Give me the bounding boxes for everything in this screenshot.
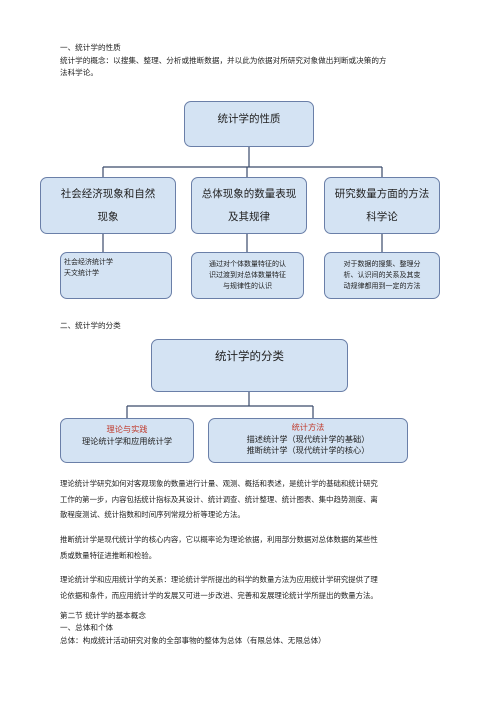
desc-3-line1: 对于数据的搜集、整理分	[343, 260, 421, 268]
desc-3-line3: 动规律都用到一定的方法	[343, 282, 421, 290]
diagram1-desc-2: 通过对个体数量特征的认 识过渡到对总体数量特征 与规律性的认识	[191, 252, 304, 299]
paragraph-3: 理论统计学和应用统计学的关系：理论统计学所提出的科学的数量方法为应用统计学研究提…	[60, 572, 378, 603]
desc-2-line3: 与规律性的认识	[223, 282, 272, 290]
desc-1-line1: 社会经济统计学	[64, 258, 113, 266]
diagram2-left-node: 理论与实践 理论统计学和应用统计学	[60, 418, 194, 463]
section3-subheading: 一、总体和个体	[60, 623, 114, 632]
branch-3-line1: 研究数量方面的方法	[334, 187, 430, 200]
diagram1-branch-2: 总体现象的数量表现 及其规律	[191, 177, 307, 234]
diagram2-left-title: 理论与实践	[106, 424, 148, 434]
branch-1-line1: 社会经济现象和自然	[60, 187, 156, 200]
diagram1-desc-1: 社会经济统计学 天文统计学	[60, 252, 172, 299]
desc-2-line1: 通过对个体数量特征的认	[209, 260, 286, 268]
branch-2-line2: 及其规律	[228, 210, 270, 223]
section3-heading: 第二节 统计学的基本概念	[60, 611, 146, 620]
section3-definition: 总体：构成统计活动研究对象的全部事物的整体为总体（有限总体、无限总体）	[60, 636, 326, 645]
diagram2-right-line1: 描述统计学（现代统计学的基础）	[246, 433, 370, 444]
desc-3-line2: 析、认识间的关系及其变	[343, 271, 421, 279]
branch-2-line1: 总体现象的数量表现	[201, 187, 297, 200]
paragraph-3-line2: 论依据和条件，而应用统计学的发展又可进一步改进、完善和发展理论统计学所提出的数量…	[60, 590, 378, 600]
section2-heading: 二、统计学的分类	[60, 321, 121, 330]
diagram1-branch-1: 社会经济现象和自然 现象	[40, 177, 176, 234]
diagram1-root-label: 统计学的性质	[217, 113, 281, 125]
branch-1-line2: 现象	[97, 210, 119, 223]
diagram2-root-node: 统计学的分类	[151, 339, 348, 392]
diagram2-right-node: 统计方法 描述统计学（现代统计学的基础） 推断统计学（现代统计学的核心）	[208, 418, 408, 463]
paragraph-1: 理论统计学研究如何对客观现象的数量进行计量、观测、概括和表述，是统计学的基础和统…	[60, 476, 378, 523]
desc-2-line2: 识过渡到对总体数量特征	[209, 271, 286, 279]
section1-intro-line1: 统计学的概念：以搜集、整理、分析或推断数据，并以此为依据对所研究对象做出判断或决…	[60, 56, 387, 65]
section1-intro-line2: 法科学论。	[60, 68, 98, 77]
paragraph-2-line2: 质或数量特征进推断和检验。	[60, 550, 157, 560]
paragraph-1-line3: 散程度测试、统计指数和时间序列常规分析等理论方法。	[60, 510, 245, 519]
diagram2-right-title: 统计方法	[291, 422, 325, 432]
paragraph-1-line2: 工作的第一步，内容包括统计指标及其设计、统计调查、统计整理、统计图表、集中趋势测…	[60, 494, 378, 504]
diagram1-root-node: 统计学的性质	[184, 101, 314, 147]
paragraph-2: 推断统计学是现代统计学的核心内容，它以概率论为理论依据，利用部分数据对总体数据的…	[60, 532, 378, 563]
paragraph-3-line1: 理论统计学和应用统计学的关系：理论统计学所提出的科学的数量方法为应用统计学研究提…	[60, 575, 378, 584]
diagram1-branch-3: 研究数量方面的方法 科学论	[324, 177, 440, 234]
diagram2-left-body: 理论统计学和应用统计学	[81, 436, 173, 446]
diagram1-desc-3: 对于数据的搜集、整理分 析、认识间的关系及其变 动规律都用到一定的方法	[324, 252, 440, 299]
paragraph-1-line1: 理论统计学研究如何对客观现象的数量进行计量、观测、概括和表述，是统计学的基础和统…	[60, 479, 378, 488]
desc-1-line2: 天文统计学	[64, 269, 99, 277]
diagram2-root-label: 统计学的分类	[215, 349, 284, 363]
branch-3-line2: 科学论	[366, 210, 398, 223]
paragraph-2-line1: 推断统计学是现代统计学的核心内容，它以概率论为理论依据，利用部分数据对总体数据的…	[60, 535, 378, 544]
section1-heading: 一、统计学的性质	[60, 43, 121, 52]
diagram2-right-line2: 推断统计学（现代统计学的核心）	[246, 445, 370, 455]
